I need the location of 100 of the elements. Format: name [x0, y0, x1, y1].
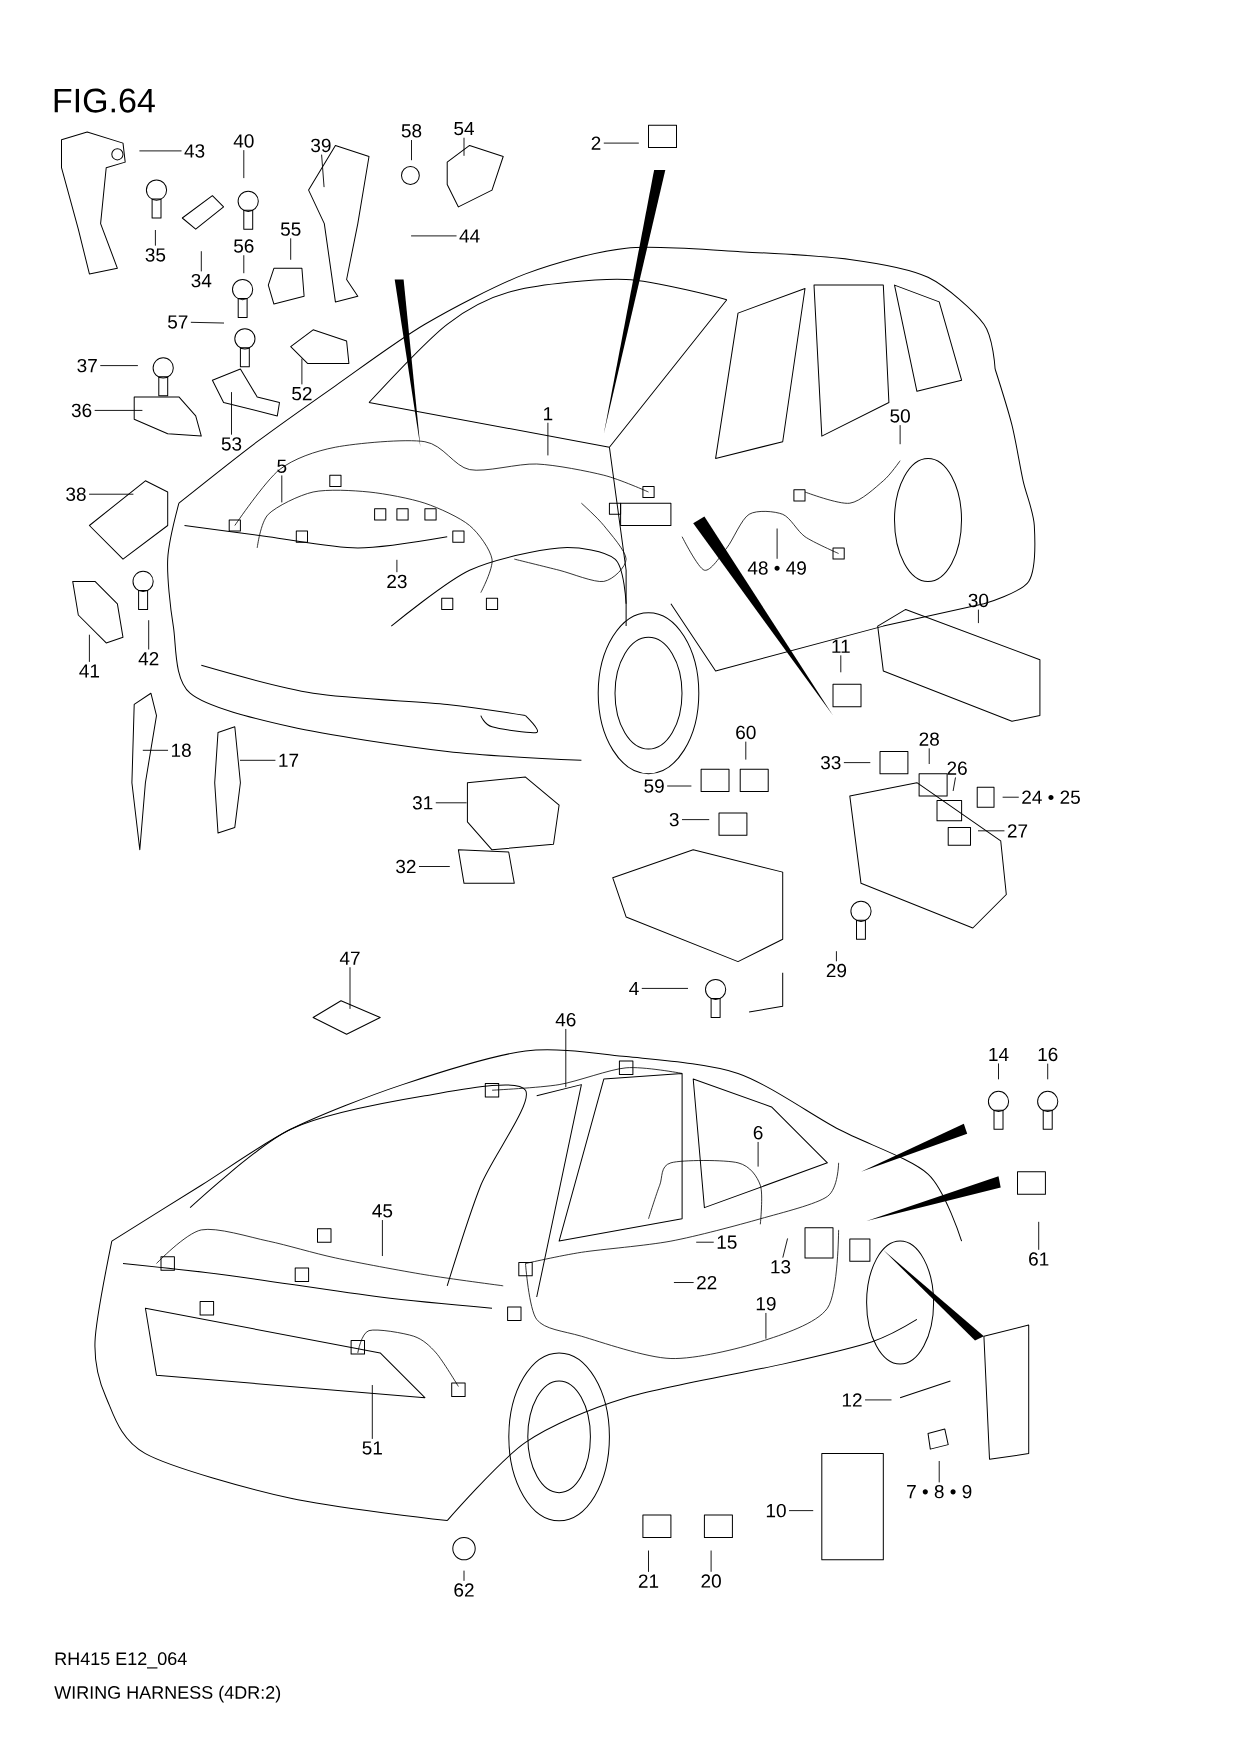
leader-line [231, 391, 232, 436]
callout-number: 28 [919, 732, 939, 746]
leader-line [695, 1241, 715, 1243]
leader-line [864, 1399, 892, 1401]
leader-line [840, 654, 842, 673]
callout-number: 10 [766, 1503, 786, 1518]
leader-line [788, 1510, 814, 1512]
callout-number: 62 [454, 1583, 474, 1597]
leader-line [745, 741, 747, 761]
callout-number: 11 [832, 639, 850, 653]
leader-line [710, 1550, 712, 1573]
callout-number: 21 [638, 1574, 659, 1588]
leader-line [977, 830, 1005, 832]
callout-number: 34 [191, 273, 212, 288]
leader-line [381, 1219, 383, 1257]
leader-line [666, 785, 692, 787]
leader-line [301, 358, 303, 385]
callout-number: 54 [454, 122, 474, 136]
callout-number: 58 [401, 124, 422, 138]
callout-number: 40 [233, 134, 254, 148]
leader-line [88, 634, 90, 663]
leader-line [835, 950, 837, 962]
callout-number: 36 [71, 403, 92, 418]
leader-line [938, 1460, 940, 1483]
callout-number: 7 • 8 • 9 [907, 1484, 972, 1499]
callout-number: 29 [826, 963, 847, 978]
callout-number: 57 [168, 315, 188, 329]
caption-text: RH415 E12_064 [55, 1652, 187, 1669]
leader-line [239, 759, 276, 761]
leader-line [138, 150, 182, 152]
leader-line [243, 254, 245, 274]
leader-line [94, 409, 143, 411]
leader-line [952, 777, 956, 792]
callout-number: 3 [669, 812, 679, 827]
callout-number: 19 [756, 1297, 776, 1311]
leader-line [418, 866, 451, 867]
leader-line [410, 235, 457, 237]
leader-line [99, 365, 139, 367]
callout-number: 17 [279, 753, 299, 767]
figure-title: FIG.64 [54, 88, 155, 113]
leader-line [899, 424, 901, 445]
caption-text: WIRING HARNESS (4DR:2) [54, 1685, 281, 1703]
callout-number: 61 [1029, 1252, 1049, 1266]
leader-line [154, 229, 156, 247]
leader-line [776, 528, 778, 560]
callout-number: 1 [544, 407, 553, 421]
leader-line [463, 137, 465, 157]
callout-number: 48 • 49 [747, 561, 806, 575]
callout-number: 30 [968, 593, 989, 608]
leader-line [290, 237, 292, 261]
leader-line [928, 747, 930, 765]
callout-number: 23 [387, 574, 407, 589]
callout-number: 27 [1007, 824, 1028, 838]
leader-line [765, 1312, 767, 1340]
callout-number: 55 [280, 222, 301, 236]
leader-line [190, 321, 225, 324]
leader-line [565, 1028, 567, 1088]
callout-number: 56 [234, 239, 254, 253]
leader-line [843, 762, 871, 764]
callout-number: 24 • 25 [1022, 790, 1080, 804]
callout-number: 20 [701, 1574, 721, 1588]
leader-line [463, 1570, 465, 1582]
leader-line [142, 749, 169, 751]
leader-line [1047, 1063, 1049, 1080]
callout-number: 4 [629, 981, 639, 995]
callout-number: 50 [890, 409, 910, 423]
callout-number: 15 [717, 1235, 737, 1249]
callout-number: 51 [362, 1441, 382, 1455]
leader-line [641, 987, 689, 989]
leader-line [243, 149, 245, 179]
leader-line [648, 1550, 649, 1573]
leader-line [371, 1384, 373, 1440]
callout-number: 41 [79, 664, 100, 678]
leader-line [1038, 1221, 1040, 1251]
leader-line [281, 475, 283, 503]
callout-number: 46 [555, 1013, 576, 1027]
callout-number: 60 [736, 725, 756, 740]
callout-number: 47 [339, 951, 360, 965]
callout-number: 32 [396, 859, 416, 874]
callout-number: 5 [277, 459, 287, 473]
callout-number: 2 [591, 136, 601, 150]
callout-number: 14 [989, 1047, 1009, 1061]
callout-number: 26 [947, 761, 967, 775]
leader-line [435, 802, 468, 804]
leader-line [547, 422, 549, 456]
leader-line [757, 1141, 759, 1168]
leader-line [681, 819, 710, 821]
callout-number: 45 [372, 1204, 393, 1218]
callout-number: 39 [311, 138, 331, 153]
callout-number: 31 [412, 796, 433, 810]
callout-number: 43 [184, 144, 205, 158]
leader-line [200, 250, 202, 272]
leader-line [998, 1063, 999, 1080]
callout-number: 44 [459, 229, 480, 243]
callout-number: 18 [172, 743, 191, 758]
leader-line [1002, 796, 1020, 798]
leader-line [396, 559, 398, 573]
leader-line [411, 139, 412, 161]
callout-number: 12 [842, 1393, 862, 1407]
callout-number: 6 [753, 1126, 763, 1140]
